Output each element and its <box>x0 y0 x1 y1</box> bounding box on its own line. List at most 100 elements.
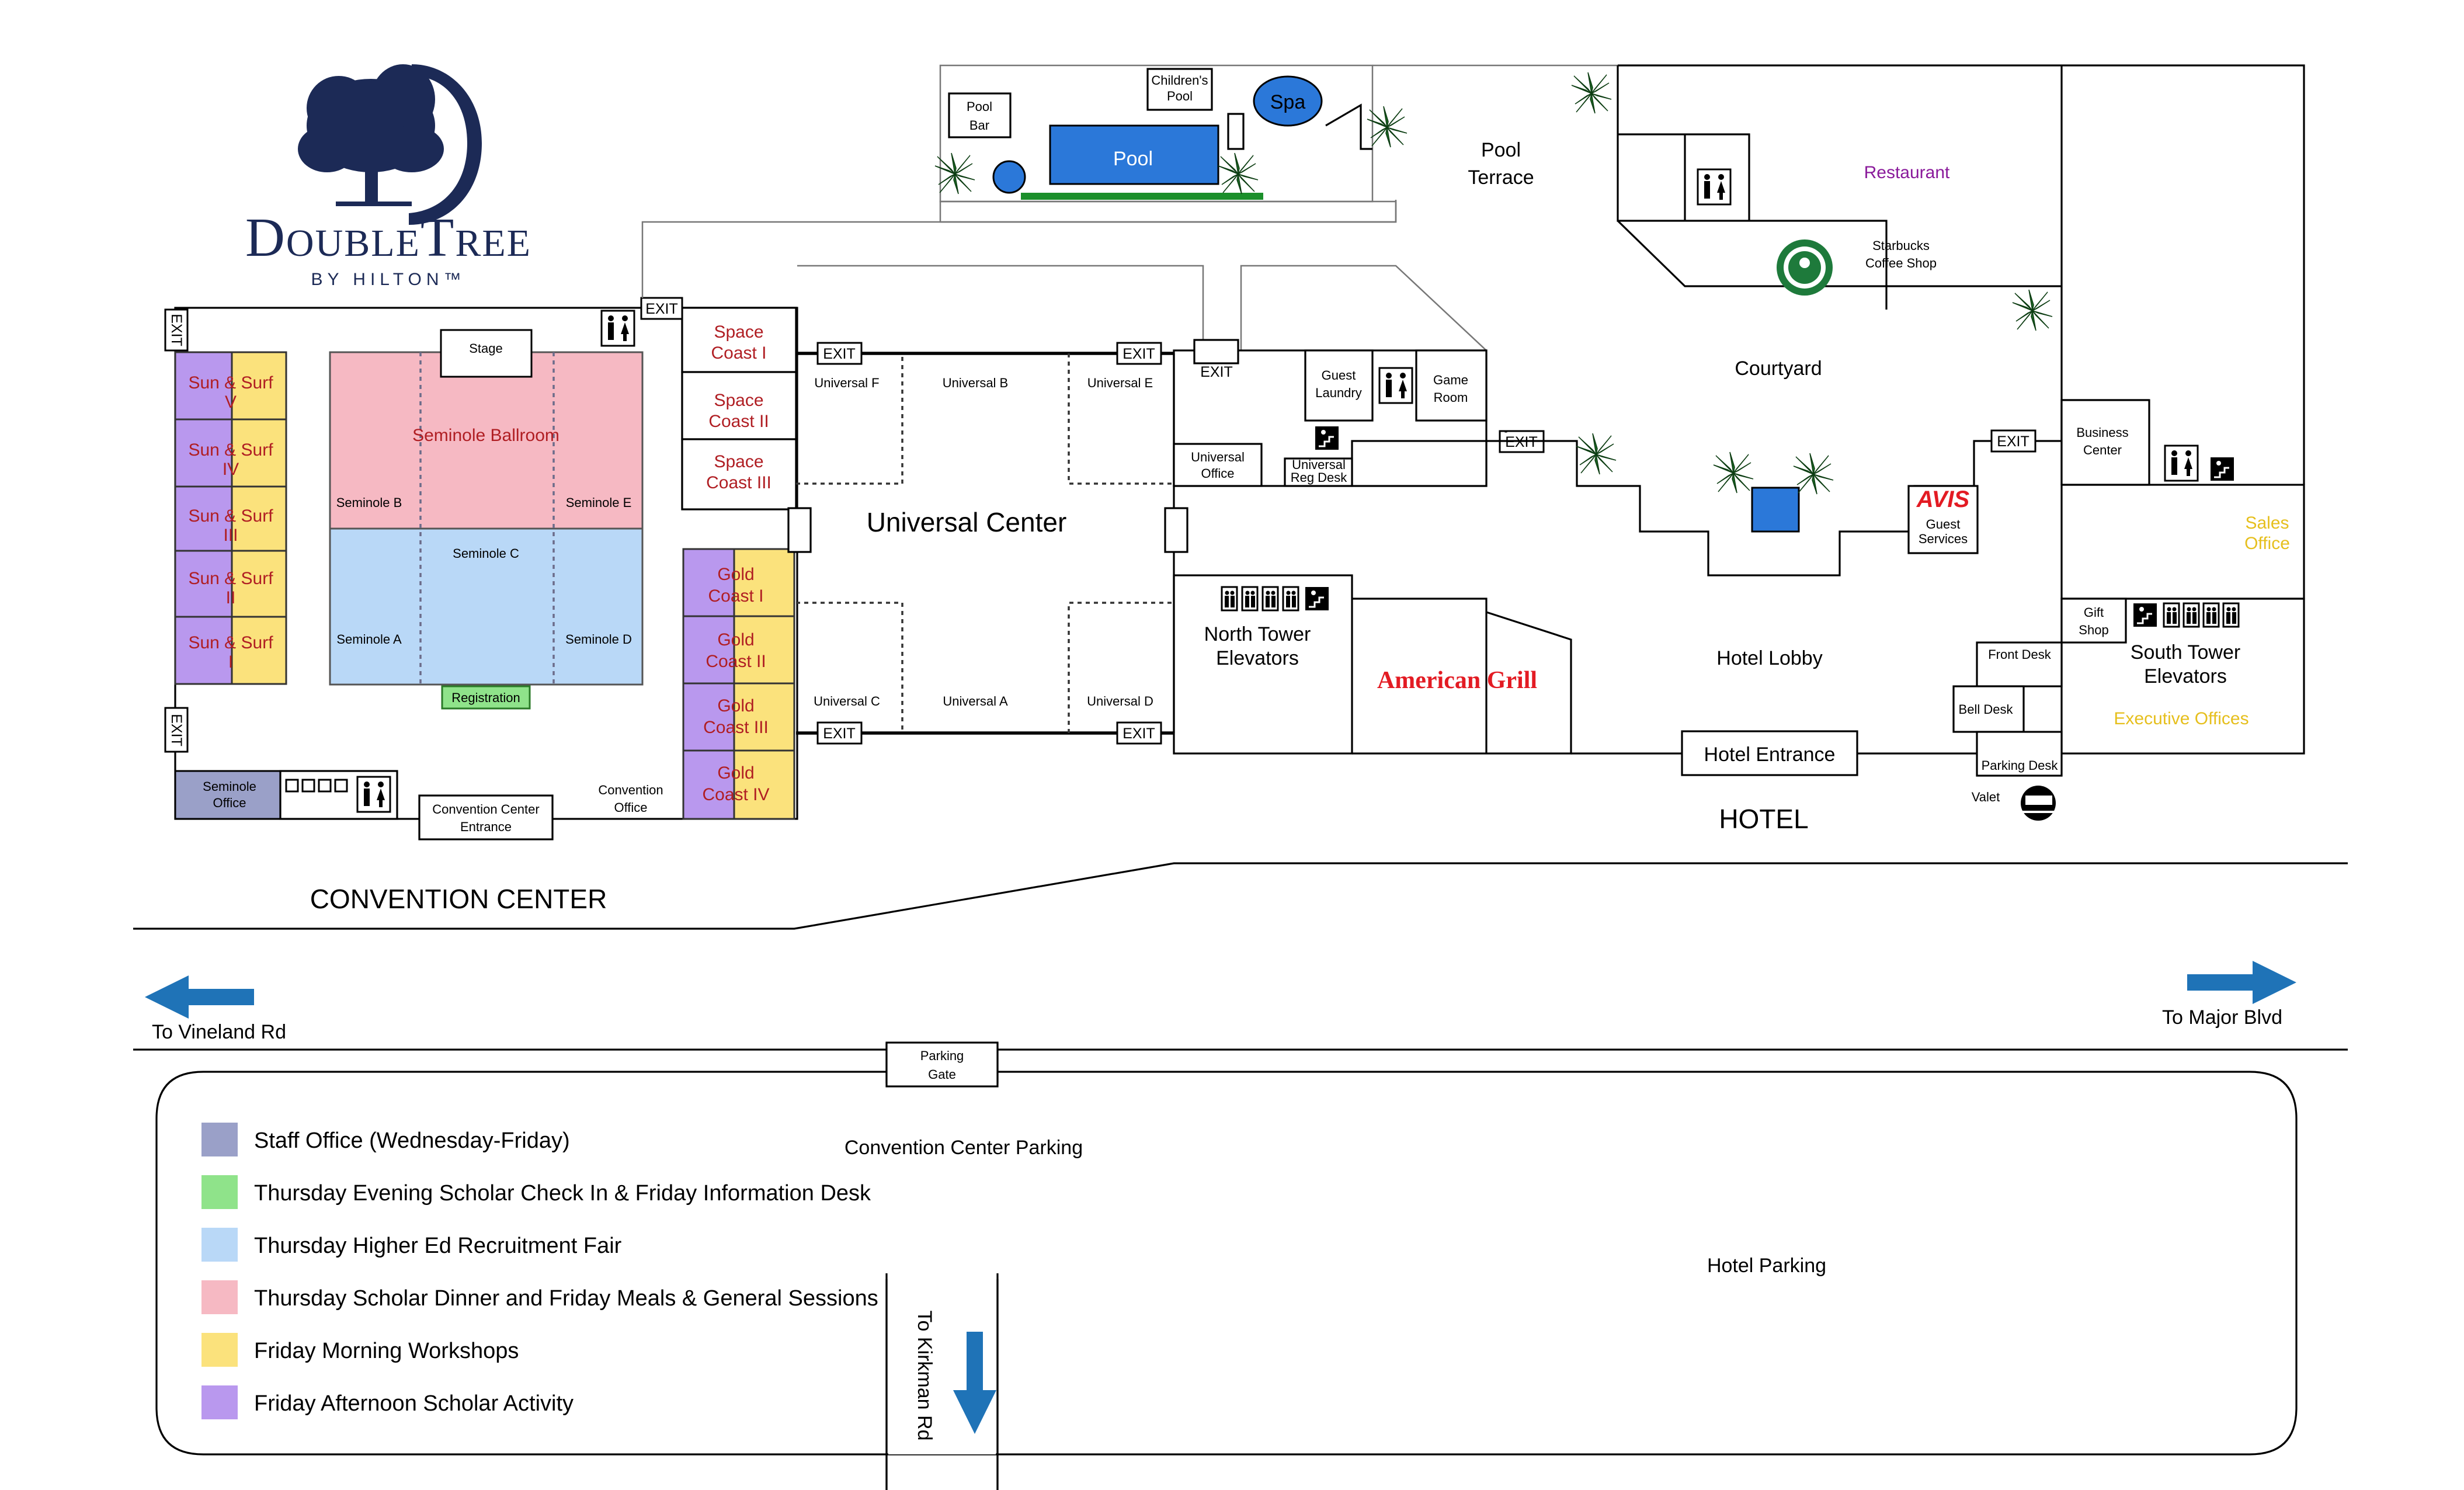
main-pool[interactable]: Pool <box>1049 124 1219 185</box>
hotel-entrance[interactable]: Hotel Entrance <box>1681 730 1858 776</box>
hotel-title: HOTEL <box>1719 804 1808 834</box>
legend-item: Thursday Higher Ed Recruitment Fair <box>201 1228 622 1262</box>
starbucks-label: Starbucks <box>1872 238 1930 253</box>
pool-bar[interactable]: Pool Bar <box>948 92 1012 138</box>
exit-sign: EXIT <box>816 721 863 745</box>
svg-text:Sun & Surf: Sun & Surf <box>188 569 273 588</box>
svg-text:Spa: Spa <box>1270 91 1306 113</box>
avis-logo: AVIS <box>1916 487 1970 512</box>
svg-text:V: V <box>225 393 237 412</box>
space-coast-room[interactable]: Space Coast III <box>681 438 797 510</box>
svg-text:EXIT: EXIT <box>1997 433 2029 450</box>
valet-label: Valet <box>1972 790 2000 804</box>
stairs-icon <box>1304 586 1330 612</box>
avis-guest-services[interactable]: AVIS Guest Services <box>1907 485 1979 554</box>
to-kirkman-label: To Kirkman Rd <box>913 1311 936 1441</box>
svg-text:Sun & Surf: Sun & Surf <box>188 373 273 393</box>
universal-office[interactable]: Universal Office <box>1173 443 1263 487</box>
svg-text:Coast III: Coast III <box>703 718 769 737</box>
tree-logo-icon <box>298 64 482 225</box>
legend-item: Thursday Scholar Dinner and Friday Meals… <box>201 1280 878 1314</box>
svg-text:Seminole E: Seminole E <box>566 495 632 510</box>
pool-terrace-label: Pool <box>1481 139 1521 161</box>
gold-coast-room[interactable]: Gold Coast II <box>682 615 795 685</box>
game-room[interactable]: Game Room <box>1415 349 1488 422</box>
seminole-ballroom[interactable]: Seminole Ballroom Seminole B Seminole E … <box>329 351 644 686</box>
sales-office-label: Sales <box>2245 513 2289 533</box>
svg-text:Thursday Scholar Dinner and Fr: Thursday Scholar Dinner and Friday Meals… <box>254 1286 878 1311</box>
sun-surf-room[interactable]: Sun & Surf III <box>174 485 287 552</box>
svg-text:Laundry: Laundry <box>1315 385 1362 400</box>
svg-text:Bar: Bar <box>969 118 989 133</box>
space-coast-room[interactable]: Space Coast I <box>681 307 797 373</box>
convention-office[interactable]: Convention Office <box>598 783 663 815</box>
sun-surf-room[interactable]: Sun & Surf I <box>174 616 287 685</box>
registration-desk[interactable]: Registration <box>441 685 531 710</box>
gold-coast-room[interactable]: Gold Coast IV <box>682 749 795 820</box>
svg-text:EXIT: EXIT <box>1200 364 1233 380</box>
parking-gate[interactable]: Parking Gate <box>885 1041 999 1088</box>
svg-text:Coast II: Coast II <box>708 412 769 431</box>
svg-text:Space: Space <box>714 452 763 471</box>
svg-text:Seminole D: Seminole D <box>565 632 632 647</box>
svg-text:Universal: Universal <box>1191 450 1245 464</box>
svg-text:Coast I: Coast I <box>708 586 763 606</box>
svg-text:Children's: Children's <box>1151 73 1208 88</box>
universal-reg-desk[interactable]: Universal Reg Desk <box>1284 457 1353 487</box>
exit-sign: EXIT <box>640 297 683 320</box>
svg-text:Thursday Evening Scholar Check: Thursday Evening Scholar Check In & Frid… <box>254 1181 871 1206</box>
universal-room-label: Universal B <box>943 376 1008 390</box>
sun-surf-room[interactable]: Sun & Surf IV <box>174 418 287 488</box>
gold-coast-room[interactable]: Gold Coast I <box>682 548 795 617</box>
stairs-icon <box>2209 456 2235 482</box>
svg-text:Room: Room <box>1434 390 1468 405</box>
front-desk[interactable]: Front Desk <box>1976 641 2063 687</box>
universal-room-label: Universal A <box>943 694 1008 708</box>
executive-offices-label: Executive Offices <box>2114 709 2248 728</box>
valet-car-icon <box>2020 786 2058 821</box>
american-grill[interactable]: American Grill <box>1352 598 1572 755</box>
to-major-label: To Major Blvd <box>2162 1006 2282 1029</box>
svg-text:American Grill: American Grill <box>1377 667 1537 694</box>
legend: Staff Office (Wednesday-Friday) Thursday… <box>201 1123 878 1419</box>
svg-text:Guest: Guest <box>1926 517 1961 532</box>
childrens-pool[interactable]: Children's Pool <box>1146 68 1213 111</box>
svg-text:Thursday Higher Ed Recruitment: Thursday Higher Ed Recruitment Fair <box>254 1234 622 1258</box>
svg-text:Office: Office <box>1201 466 1234 481</box>
svg-text:Gold: Gold <box>717 565 754 584</box>
roads: To Vineland Rd To Major Blvd Parking Gat… <box>133 862 2348 1490</box>
gift-shop[interactable]: Gift Shop <box>2060 598 2127 644</box>
convention-center-entrance[interactable]: Convention Center Entrance <box>418 794 554 840</box>
sun-surf-room[interactable]: Sun & Surf II <box>174 550 287 618</box>
svg-text:Coast II: Coast II <box>706 652 766 671</box>
svg-text:Bell Desk: Bell Desk <box>1959 702 2014 717</box>
svg-text:Center: Center <box>2083 443 2122 457</box>
north-wing: EXIT Guest Laundry Game Room Universal O… <box>1173 339 1545 487</box>
pool-terrace-label: Terrace <box>1468 166 1534 189</box>
exit-sign: EXIT <box>164 707 189 753</box>
hotel: Restaurant Starbucks Coffee Shop Courtya… <box>1173 64 2305 834</box>
svg-text:Coast I: Coast I <box>711 343 766 363</box>
universal-room-label: Universal C <box>814 694 880 708</box>
gold-coast-room[interactable]: Gold Coast III <box>682 682 795 752</box>
sun-surf-room[interactable]: Sun & Surf V <box>174 351 287 421</box>
space-coast-room[interactable]: Space Coast II <box>681 371 797 440</box>
spa[interactable]: Spa <box>1253 75 1323 127</box>
svg-text:EXIT: EXIT <box>1122 346 1155 362</box>
bell-desk[interactable]: Bell Desk <box>1952 685 2025 733</box>
svg-text:Reg Desk: Reg Desk <box>1291 470 1348 485</box>
svg-text:Gold: Gold <box>717 763 754 783</box>
business-center[interactable]: Business Center <box>2060 399 2150 486</box>
exit-sign: EXIT <box>1116 721 1162 745</box>
parking-desk[interactable]: Parking Desk <box>1976 731 2063 777</box>
svg-text:Gift: Gift <box>2084 605 2104 620</box>
seminole-office[interactable]: Seminole Office <box>174 770 281 820</box>
exit-sign: EXIT <box>816 342 863 365</box>
sun-surf-rooms: Sun & Surf V Sun & Surf IV Sun & Surf II… <box>174 351 287 685</box>
guest-laundry[interactable]: Guest Laundry <box>1304 349 1374 422</box>
brand-name: DoubleTree <box>245 207 531 268</box>
svg-text:IV: IV <box>223 460 239 479</box>
svg-text:Gold: Gold <box>717 630 754 650</box>
svg-text:Staff Office (Wednesday-Friday: Staff Office (Wednesday-Friday) <box>254 1128 570 1153</box>
exit-sign: EXIT <box>1990 429 2036 453</box>
